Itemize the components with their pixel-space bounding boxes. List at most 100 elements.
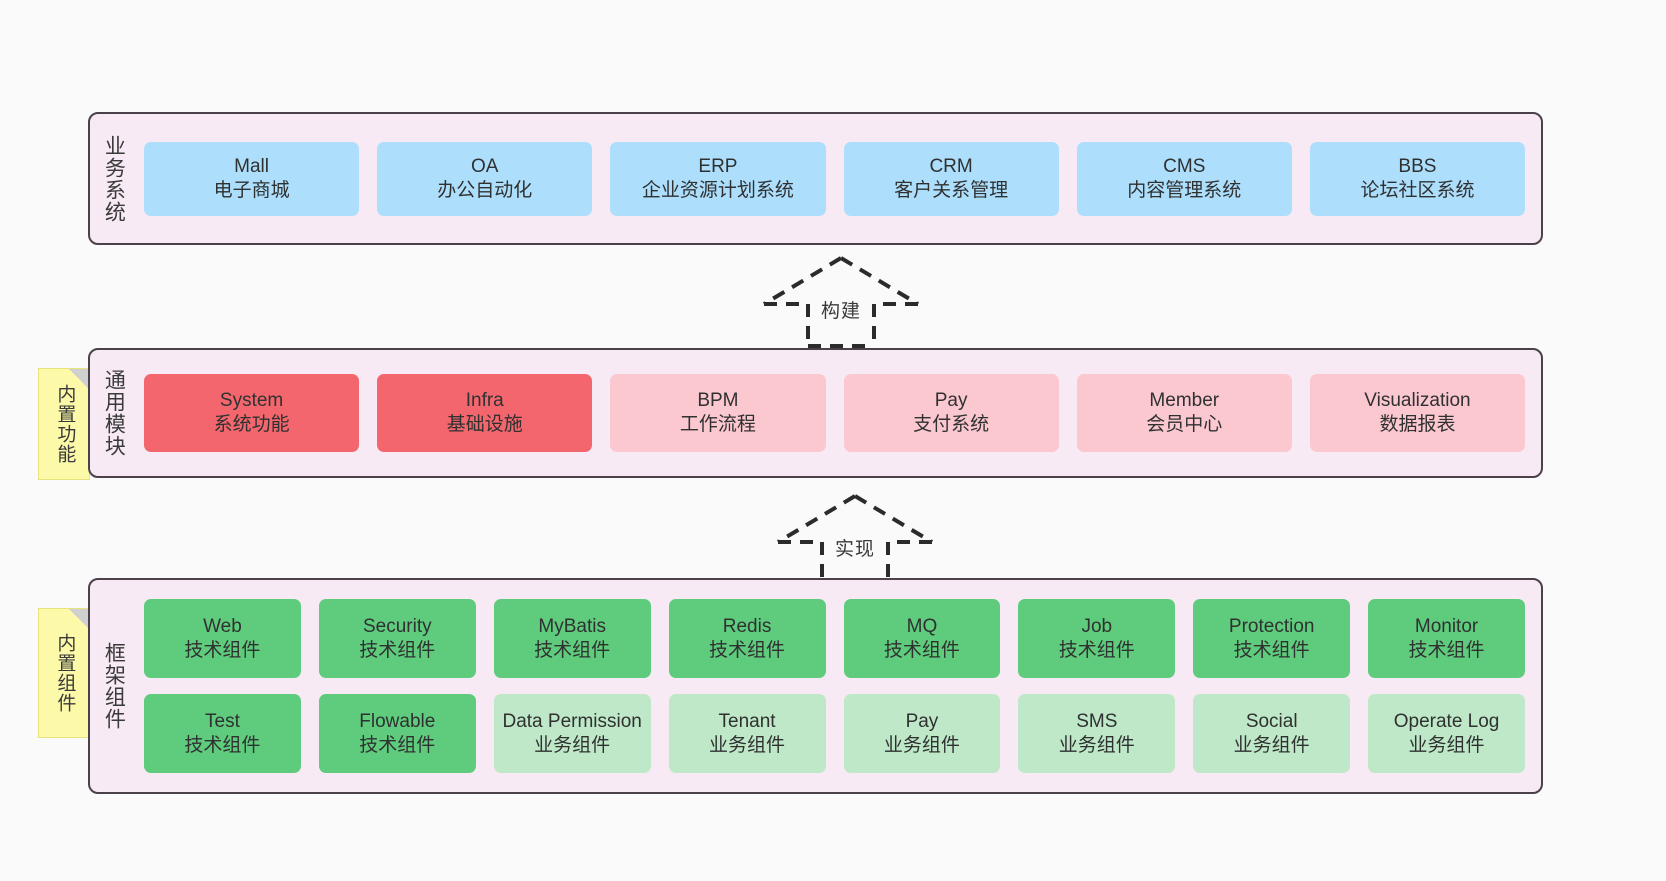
card-title-en: Security	[362, 615, 432, 637]
card-title-cn: 业务组件	[709, 734, 786, 756]
layer-title-business-systems: 业务系统	[102, 134, 126, 223]
card-title-cn: 内容管理系统	[1127, 179, 1242, 201]
card-title-cn: 业务组件	[1408, 734, 1485, 756]
layer-body-business-systems: Mall 电子商城 OA 办公自动化 ERP 企业资源计划系统 CRM 客户关系…	[136, 114, 1541, 243]
card-title-cn: 技术组件	[883, 639, 960, 661]
card-member[interactable]: Member 会员中心	[1076, 374, 1292, 452]
card-test[interactable]: Test 技术组件	[144, 694, 301, 773]
card-title-en: BBS	[1398, 155, 1437, 177]
card-title-en: Data Permission	[502, 710, 642, 732]
card-title-en: Infra	[465, 390, 504, 412]
card-title-cn: 会员中心	[1146, 414, 1223, 435]
layer-framework-components: 框架组件 Web 技术组件 Security 技术组件 MyBatis 技术组件…	[88, 578, 1543, 794]
card-erp[interactable]: ERP 企业资源计划系统	[610, 141, 826, 216]
connector-realize-label: 实现	[833, 534, 877, 561]
card-title-cn: 客户关系管理	[894, 179, 1009, 201]
card-oa[interactable]: OA 办公自动化	[377, 141, 593, 216]
card-title-en: CRM	[929, 155, 973, 177]
card-title-en: Member	[1149, 390, 1220, 412]
layer-body-framework-components: Web 技术组件 Security 技术组件 MyBatis 技术组件 Redi…	[136, 580, 1541, 792]
card-title-cn: 电子商城	[213, 179, 290, 201]
card-mall[interactable]: Mall 电子商城	[144, 141, 360, 216]
card-title-cn: 业务组件	[534, 734, 611, 756]
layer-common-modules: 通用模块 System 系统功能 Infra 基础设施 BPM 工作流程 Pay…	[88, 348, 1543, 478]
connector-realize: 实现	[770, 490, 940, 586]
card-title-cn: 技术组件	[1408, 639, 1485, 661]
card-title-en: Operate Log	[1393, 710, 1500, 732]
card-title-cn: 业务组件	[1233, 734, 1310, 756]
card-title-en: Monitor	[1414, 615, 1479, 637]
card-cms[interactable]: CMS 内容管理系统	[1076, 141, 1292, 216]
card-title-en: SMS	[1076, 710, 1118, 732]
card-infra[interactable]: Infra 基础设施	[377, 374, 593, 452]
card-title-en: Pay	[934, 390, 968, 412]
card-title-cn: 支付系统	[913, 414, 990, 435]
card-title-cn: 技术组件	[534, 639, 611, 661]
card-social[interactable]: Social 业务组件	[1193, 694, 1351, 773]
card-title-en: Social	[1245, 710, 1298, 732]
card-system[interactable]: System 系统功能	[144, 374, 360, 452]
card-pay-module[interactable]: Pay 支付系统	[843, 374, 1059, 452]
card-row: Mall 电子商城 OA 办公自动化 ERP 企业资源计划系统 CRM 客户关系…	[144, 141, 1526, 216]
layer-title-common-modules: 通用模块	[102, 369, 126, 457]
card-title-en: Redis	[722, 615, 772, 637]
card-monitor[interactable]: Monitor 技术组件	[1368, 599, 1525, 678]
card-title-cn: 技术组件	[709, 639, 786, 661]
card-job[interactable]: Job 技术组件	[1018, 599, 1176, 678]
card-flowable[interactable]: Flowable 技术组件	[318, 694, 476, 773]
layer-body-common-modules: System 系统功能 Infra 基础设施 BPM 工作流程 Pay 支付系统…	[136, 350, 1541, 476]
card-title-cn: 技术组件	[359, 734, 436, 756]
card-title-en: OA	[471, 155, 499, 177]
card-bpm[interactable]: BPM 工作流程	[610, 374, 826, 452]
card-title-en: Tenant	[718, 710, 776, 732]
card-title-en: Web	[203, 615, 242, 637]
card-tenant[interactable]: Tenant 业务组件	[668, 694, 826, 773]
layer-title-framework-components: 框架组件	[102, 642, 126, 730]
card-title-en: Mall	[234, 155, 269, 177]
card-security[interactable]: Security 技术组件	[318, 599, 476, 678]
card-visualization[interactable]: Visualization 数据报表	[1309, 374, 1526, 452]
card-protection[interactable]: Protection 技术组件	[1193, 599, 1351, 678]
card-title-en: BPM	[697, 390, 739, 412]
card-title-en: Visualization	[1364, 390, 1471, 412]
card-title-en: Pay	[905, 710, 939, 732]
card-title-cn: 基础设施	[446, 414, 523, 435]
card-title-cn: 业务组件	[1058, 734, 1135, 756]
card-mq[interactable]: MQ 技术组件	[843, 599, 1001, 678]
layer-business-systems: 业务系统 Mall 电子商城 OA 办公自动化 ERP 企业资源计划系统 CRM…	[88, 112, 1543, 245]
card-data-permission[interactable]: Data Permission 业务组件	[493, 694, 651, 773]
card-title-cn: 技术组件	[1058, 639, 1135, 661]
sticky-note-builtin-components: 内置组件	[38, 608, 90, 738]
sticky-note-builtin-features: 内置功能	[38, 368, 90, 480]
card-title-cn: 技术组件	[1233, 639, 1310, 661]
card-row: Web 技术组件 Security 技术组件 MyBatis 技术组件 Redi…	[144, 599, 1525, 678]
card-sms[interactable]: SMS 业务组件	[1018, 694, 1176, 773]
card-title-cn: 技术组件	[359, 639, 436, 661]
card-operate-log[interactable]: Operate Log 业务组件	[1368, 694, 1525, 773]
connector-build: 构建	[756, 252, 926, 348]
card-bbs[interactable]: BBS 论坛社区系统	[1309, 141, 1526, 216]
card-crm[interactable]: CRM 客户关系管理	[843, 141, 1059, 216]
connector-build-label: 构建	[819, 296, 863, 323]
card-title-en: Flowable	[359, 710, 436, 732]
card-pay-component[interactable]: Pay 业务组件	[843, 694, 1001, 773]
card-title-cn: 业务组件	[883, 734, 960, 756]
card-row: Test 技术组件 Flowable 技术组件 Data Permission …	[144, 694, 1525, 773]
card-title-en: Test	[205, 710, 240, 732]
card-mybatis[interactable]: MyBatis 技术组件	[493, 599, 651, 678]
card-title-cn: 论坛社区系统	[1360, 179, 1475, 201]
card-title-en: MQ	[906, 615, 938, 637]
card-title-en: Job	[1081, 615, 1113, 637]
card-row: System 系统功能 Infra 基础设施 BPM 工作流程 Pay 支付系统…	[144, 374, 1526, 452]
card-title-en: CMS	[1163, 155, 1206, 177]
card-title-cn: 技术组件	[184, 639, 261, 661]
card-web[interactable]: Web 技术组件	[144, 599, 301, 678]
card-redis[interactable]: Redis 技术组件	[668, 599, 826, 678]
card-title-cn: 办公自动化	[437, 179, 533, 201]
card-title-cn: 企业资源计划系统	[641, 179, 794, 201]
card-title-cn: 系统功能	[213, 414, 290, 435]
card-title-cn: 技术组件	[184, 734, 261, 756]
card-title-cn: 工作流程	[679, 414, 756, 435]
card-title-en: Protection	[1228, 615, 1315, 637]
